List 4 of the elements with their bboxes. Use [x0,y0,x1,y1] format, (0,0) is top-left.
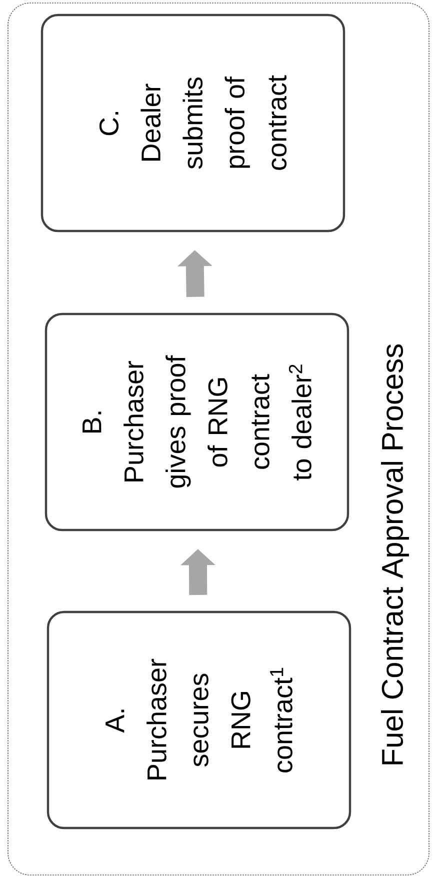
step-box: B. Purchaser gives proof of RNG contract to dealer$^{2}$ [44,312,350,532]
step-box: C. Dealer submits proof of contract [40,14,346,232]
step-box: A. Purchaser secures RNG contract$^{1}$ [46,610,352,830]
title: Fuel Contract Approval Process [381,344,409,764]
